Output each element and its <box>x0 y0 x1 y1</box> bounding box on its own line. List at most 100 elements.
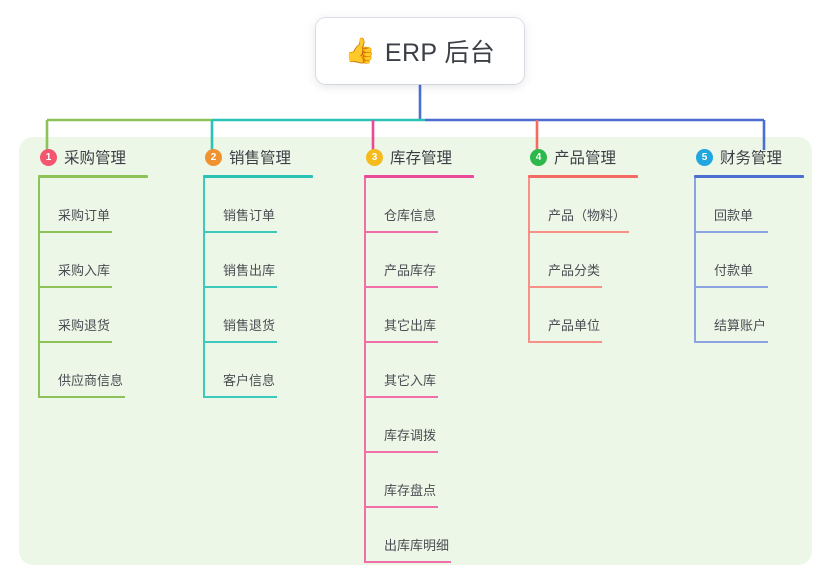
list-item-label: 产品单位 <box>548 318 601 333</box>
list-item-rule <box>528 231 629 233</box>
list-item-label: 供应商信息 <box>58 373 124 388</box>
list-item-label: 仓库信息 <box>384 208 437 223</box>
list-item-label: 采购入库 <box>58 263 111 278</box>
list-item-label: 采购订单 <box>58 208 111 223</box>
list-item[interactable]: 供应商信息 <box>38 343 148 398</box>
list-item-rule <box>364 506 438 508</box>
list-item-label: 回款单 <box>714 208 754 223</box>
list-item-rule <box>694 286 768 288</box>
list-item-rule <box>38 396 125 398</box>
list-item-rule <box>203 341 277 343</box>
list-item-rule <box>694 231 768 233</box>
list-item[interactable]: 其它入库 <box>364 343 474 398</box>
list-item-rule <box>364 396 438 398</box>
list-item-label: 产品库存 <box>384 263 437 278</box>
list-item-rule <box>203 231 277 233</box>
list-item-label: 结算账户 <box>714 318 767 333</box>
list-item[interactable]: 产品（物料） <box>528 178 638 233</box>
column-spine-3 <box>364 178 366 563</box>
column-title-2: 销售管理 <box>229 150 292 167</box>
list-item-rule <box>364 286 438 288</box>
list-item[interactable]: 产品单位 <box>528 288 638 343</box>
column-1: 1 采购管理采购订单采购入库采购退货供应商信息 <box>38 146 148 398</box>
list-item[interactable]: 采购入库 <box>38 233 148 288</box>
column-title-4: 产品管理 <box>554 150 617 167</box>
list-item-label: 产品（物料） <box>548 208 627 223</box>
list-item[interactable]: 销售出库 <box>203 233 313 288</box>
list-item[interactable]: 产品库存 <box>364 233 474 288</box>
list-item[interactable]: 销售订单 <box>203 178 313 233</box>
column-spine-1 <box>38 178 40 398</box>
list-item-rule <box>528 286 602 288</box>
list-item[interactable]: 仓库信息 <box>364 178 474 233</box>
list-item-rule <box>528 341 602 343</box>
column-header-1[interactable]: 1 采购管理 <box>38 146 148 168</box>
list-item-label: 采购退货 <box>58 318 111 333</box>
list-item-label: 库存盘点 <box>384 483 437 498</box>
list-item-label: 产品分类 <box>548 263 601 278</box>
list-item[interactable]: 采购退货 <box>38 288 148 343</box>
list-item[interactable]: 付款单 <box>694 233 804 288</box>
column-spine-5 <box>694 178 696 343</box>
list-item-label: 付款单 <box>714 263 754 278</box>
column-header-rule-5 <box>694 175 804 178</box>
list-item-rule <box>694 341 768 343</box>
column-badge-5: 5 <box>696 148 713 166</box>
column-items-3: 仓库信息产品库存其它出库其它入库库存调拨库存盘点出库库明细 <box>364 178 474 563</box>
root-node[interactable]: 👍 ERP 后台 <box>316 18 524 84</box>
column-badge-3: 3 <box>366 148 383 166</box>
list-item-label: 销售退货 <box>223 318 276 333</box>
column-spine-4 <box>528 178 530 343</box>
list-item-label: 库存调拨 <box>384 428 437 443</box>
list-item-label: 其它出库 <box>384 318 437 333</box>
column-header-rule-2 <box>203 175 313 178</box>
list-item[interactable]: 库存盘点 <box>364 453 474 508</box>
list-item[interactable]: 出库库明细 <box>364 508 474 563</box>
column-items-2: 销售订单销售出库销售退货客户信息 <box>203 178 313 398</box>
list-item-label: 销售订单 <box>223 208 276 223</box>
column-spine-2 <box>203 178 205 398</box>
list-item[interactable]: 结算账户 <box>694 288 804 343</box>
list-item-label: 出库库明细 <box>384 538 450 553</box>
column-2: 2 销售管理销售订单销售出库销售退货客户信息 <box>203 146 313 398</box>
list-item-label: 客户信息 <box>223 373 276 388</box>
list-item[interactable]: 客户信息 <box>203 343 313 398</box>
root-title: ERP 后台 <box>384 39 496 67</box>
list-item[interactable]: 采购订单 <box>38 178 148 233</box>
list-item[interactable]: 产品分类 <box>528 233 638 288</box>
column-title-5: 财务管理 <box>720 150 783 167</box>
list-item-rule <box>364 451 438 453</box>
list-item-rule <box>364 231 438 233</box>
thumbs-up-icon: 👍 <box>344 36 376 65</box>
column-title-1: 采购管理 <box>64 150 127 167</box>
list-item[interactable]: 回款单 <box>694 178 804 233</box>
list-item[interactable]: 库存调拨 <box>364 398 474 453</box>
list-item-label: 销售出库 <box>223 263 276 278</box>
column-header-5[interactable]: 5 财务管理 <box>694 146 804 168</box>
column-badge-1: 1 <box>40 148 57 166</box>
column-header-rule-3 <box>364 175 474 178</box>
column-items-4: 产品（物料） 产品分类产品单位 <box>528 178 638 343</box>
column-header-2[interactable]: 2 销售管理 <box>203 146 313 168</box>
list-item-rule <box>203 286 277 288</box>
list-item-rule <box>38 286 112 288</box>
list-item-rule <box>38 231 112 233</box>
column-header-rule-4 <box>528 175 638 178</box>
column-items-1: 采购订单采购入库采购退货供应商信息 <box>38 178 148 398</box>
list-item-rule <box>38 341 112 343</box>
list-item[interactable]: 销售退货 <box>203 288 313 343</box>
content-panel <box>19 137 812 565</box>
list-item[interactable]: 其它出库 <box>364 288 474 343</box>
column-badge-2: 2 <box>205 148 222 166</box>
list-item-rule <box>364 561 451 563</box>
column-items-5: 回款单付款单结算账户 <box>694 178 804 343</box>
column-header-rule-1 <box>38 175 148 178</box>
list-item-rule <box>364 341 438 343</box>
list-item-rule <box>203 396 277 398</box>
column-5: 5 财务管理回款单付款单结算账户 <box>694 146 804 343</box>
